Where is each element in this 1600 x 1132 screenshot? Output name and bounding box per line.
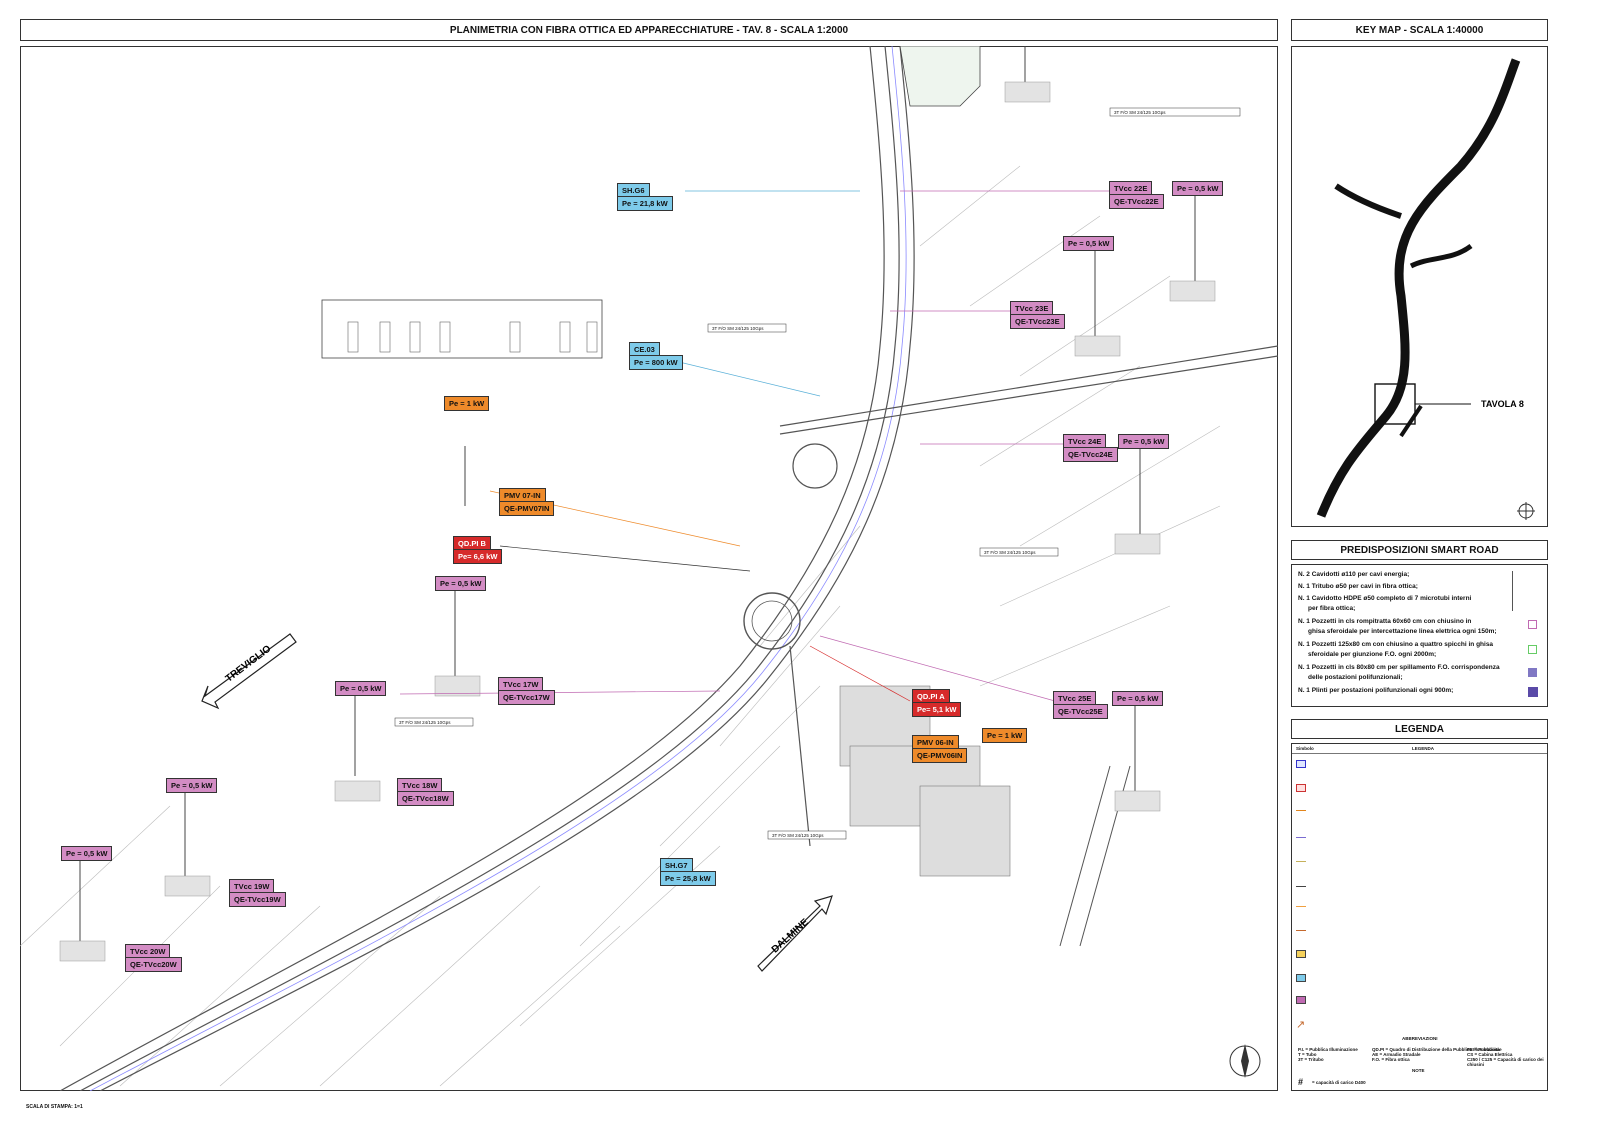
- label-qdpi-b-pe: Pe= 6,6 kW: [453, 549, 503, 564]
- label-sh-g7-pe: Pe = 25,8 kW: [660, 871, 716, 886]
- label-pe-18w: Pe = 0,5 kW: [166, 778, 218, 793]
- abbr-item: PE = Pubblicità: [1467, 1047, 1500, 1052]
- smart-item: ghisa sferoidale per intercettazione lin…: [1308, 628, 1497, 635]
- building-elevation: [321, 299, 603, 359]
- abbr-item: P.I. = Pubblica Illuminazione: [1298, 1047, 1358, 1052]
- legend-col-legenda: LEGENDA: [1412, 746, 1435, 751]
- legend-symbol-blue: [1296, 760, 1306, 768]
- plinto-icon: [1528, 687, 1538, 697]
- smart-road-title: PREDISPOSIZIONI SMART ROAD: [1291, 540, 1548, 560]
- abbr-item: QD.PI = Quadro di Distribuzione della Pu…: [1372, 1047, 1502, 1052]
- label-sh-g7: SH.G7: [660, 858, 693, 873]
- label-qe-tvcc18w: QE-TVcc18W: [397, 791, 454, 806]
- legend-symbol-arrow-icon: ↗: [1296, 1019, 1306, 1031]
- label-pe-25e: Pe = 0,5 kW: [1112, 691, 1164, 706]
- svg-text:3T F/O SM 24/125 10Gps: 3T F/O SM 24/125 10Gps: [772, 833, 824, 838]
- label-pe-24e: Pe = 0,5 kW: [1118, 434, 1170, 449]
- label-qe-tvcc24e: QE-TVcc24E: [1063, 447, 1118, 462]
- hash-icon: #: [1298, 1077, 1304, 1087]
- abbr-item: AE = Armadio Stradale: [1372, 1052, 1421, 1057]
- smart-item: N. 1 Pozzetti 125x80 cm con chiusino a q…: [1298, 641, 1494, 648]
- smart-item: N. 1 Pozzetti in cls rompitratta 60x60 c…: [1298, 618, 1472, 625]
- legend-symbol-lightblue: [1296, 974, 1306, 982]
- smart-item: delle postazioni polifunzionali;: [1308, 674, 1403, 681]
- smart-item: N. 1 Pozzetti in cls 80x80 cm per spilla…: [1298, 664, 1500, 671]
- abbr-title: ABBREVIAZIONI: [1402, 1036, 1438, 1041]
- label-qe-tvcc25e: QE-TVcc25E: [1053, 704, 1108, 719]
- smart-item: sferoidale per giunzione F.O. ogni 2000m…: [1308, 651, 1437, 658]
- label-sh-g6-pe: Pe = 21,8 kW: [617, 196, 673, 211]
- svg-text:3T F/O SM 24/125 10Gps: 3T F/O SM 24/125 10Gps: [712, 326, 764, 331]
- compass-icon: [1229, 1044, 1261, 1078]
- svg-text:DALMINE: DALMINE: [770, 917, 811, 956]
- label-qe-tvcc19w: QE-TVcc19W: [229, 892, 286, 907]
- label-pe-19w: Pe = 0,5 kW: [61, 846, 113, 861]
- legenda-title: LEGENDA: [1291, 719, 1548, 739]
- label-qe-pmv06: QE-PMV06IN: [912, 748, 968, 763]
- legenda-panel: Simbolo LEGENDA ↗ ABBREVIAZIONI P.I. = P…: [1291, 743, 1548, 1091]
- label-qe-pmv07: QE-PMV07IN: [499, 501, 555, 516]
- label-qe-tvcc17w: QE-TVcc17W: [498, 690, 555, 705]
- keymap-frame: [1291, 46, 1548, 527]
- abbr-item: C250 / C125 = Capacità di carico dei chi…: [1467, 1057, 1544, 1067]
- roundabout: [743, 592, 801, 650]
- main-title: PLANIMETRIA CON FIBRA OTTICA ED APPARECC…: [20, 19, 1278, 41]
- legend-col-simbolo: Simbolo: [1296, 746, 1314, 751]
- map-frame: [20, 46, 1278, 1091]
- svg-text:3T F/O SM 24/125 10Gps: 3T F/O SM 24/125 10Gps: [1114, 110, 1166, 115]
- abbr-item: 3T = Tritubo: [1298, 1057, 1324, 1062]
- label-pe-17w: Pe = 0,5 kW: [335, 681, 387, 696]
- label-ce03-pe: Pe = 800 kW: [629, 355, 683, 370]
- smart-item: N. 1 Tritubo ø50 per cavi in fibra ottic…: [1298, 583, 1418, 590]
- note-title: NOTE: [1412, 1068, 1425, 1073]
- label-pe-1kw-a: Pe = 1 kW: [444, 396, 490, 411]
- pozzetto-violet-icon: [1528, 668, 1537, 677]
- legend-symbol-yellow: [1296, 950, 1306, 958]
- cable-line: [1512, 571, 1513, 611]
- label-qe-tvcc20w: QE-TVcc20W: [125, 957, 182, 972]
- smart-item: N. 1 Plinti per postazioni polifunzional…: [1298, 687, 1454, 694]
- legend-symbol-pink: [1296, 996, 1306, 1004]
- legend-symbol-red: [1296, 784, 1306, 792]
- arrow-treviglio: TREVIGLIO: [201, 633, 297, 710]
- pozzetto-pink-icon: [1528, 620, 1537, 629]
- smart-item: N. 2 Cavidotti ø110 per cavi energia;: [1298, 571, 1410, 578]
- label-ce03: CE.03: [629, 342, 660, 357]
- label-pe-22e: Pe = 0,5 kW: [1172, 181, 1224, 196]
- note-text: = capacità di carico D400: [1312, 1080, 1366, 1085]
- label-qe-tvcc23e: QE-TVcc23E: [1010, 314, 1065, 329]
- smart-item: per fibra ottica;: [1308, 605, 1356, 612]
- keymap-drawing: TAVOLA 8: [1316, 58, 1535, 520]
- svg-text:3T F/O SM 24/125 10Gps: 3T F/O SM 24/125 10Gps: [399, 720, 451, 725]
- label-pe-1kw-b: Pe = 1 kW: [982, 728, 1028, 743]
- abbr-item: CS = Cabina Elettrica: [1467, 1052, 1513, 1057]
- svg-text:TAVOLA 8: TAVOLA 8: [1481, 399, 1524, 409]
- abbr-item: T = Tubo: [1298, 1052, 1317, 1057]
- arrow-dalmine: DALMINE: [757, 895, 833, 972]
- smart-item: N. 1 Cavidotto HDPE ø50 completo di 7 mi…: [1298, 595, 1472, 602]
- abbr-col2: QD.PI = Quadro di Distribuzione della Pu…: [1372, 1047, 1502, 1062]
- label-pe-23e: Pe = 0,5 kW: [1063, 236, 1115, 251]
- svg-text:3T F/O SM 24/125 10Gps: 3T F/O SM 24/125 10Gps: [984, 550, 1036, 555]
- label-pe-mid: Pe = 0,5 kW: [435, 576, 487, 591]
- label-qe-tvcc22e: QE-TVcc22E: [1109, 194, 1164, 209]
- keymap-compass-icon: [1517, 502, 1535, 520]
- smart-road-panel: N. 2 Cavidotti ø110 per cavi energia; N.…: [1291, 564, 1548, 707]
- label-qdpi-a-pe: Pe= 5,1 kW: [912, 702, 962, 717]
- keymap-title: KEY MAP - SCALA 1:40000: [1291, 19, 1548, 41]
- abbr-item: F.O. = Fibra ottica: [1372, 1057, 1410, 1062]
- pozzetto-green-icon: [1528, 645, 1537, 654]
- scale-note: SCALA DI STAMPA: 1=1: [26, 1104, 83, 1110]
